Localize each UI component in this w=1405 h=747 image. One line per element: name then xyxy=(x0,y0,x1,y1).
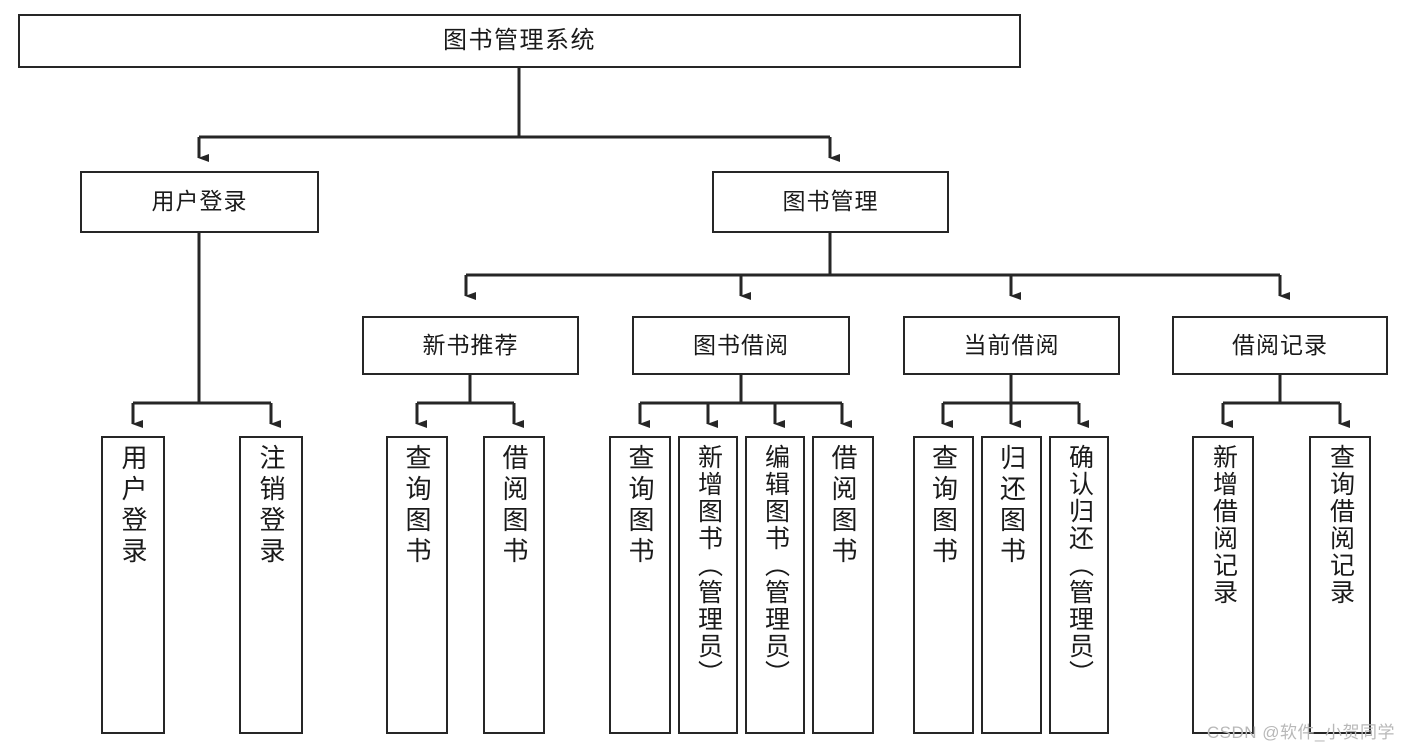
node-current-borrow[interactable]: 当前借阅 xyxy=(903,316,1120,375)
node-new-book-rec[interactable]: 新书推荐 xyxy=(362,316,579,375)
leaf-add-record-label: 新增借阅记录 xyxy=(1209,444,1238,606)
leaf-query-book-2-label: 查询图书 xyxy=(625,444,655,568)
leaf-query-book-3-label: 查询图书 xyxy=(928,444,959,568)
leaf-confirm-return-label: 确认归还（管理员） xyxy=(1065,444,1094,687)
leaf-logout[interactable]: 注销登录 xyxy=(239,436,303,734)
node-book-manage[interactable]: 图书管理 xyxy=(712,171,949,233)
node-book-borrow-label: 图书借阅 xyxy=(693,331,789,358)
leaf-user-login[interactable]: 用户登录 xyxy=(101,436,165,734)
node-root-label: 图书管理系统 xyxy=(443,26,596,54)
node-root[interactable]: 图书管理系统 xyxy=(18,14,1021,68)
node-user-login[interactable]: 用户登录 xyxy=(80,171,319,233)
leaf-return-book-label: 归还图书 xyxy=(996,444,1027,568)
leaf-edit-book-label: 编辑图书（管理员） xyxy=(761,444,790,687)
leaf-add-book-label: 新增图书（管理员） xyxy=(694,444,723,687)
node-new-book-rec-label: 新书推荐 xyxy=(422,331,519,358)
leaf-query-book-3[interactable]: 查询图书 xyxy=(913,436,974,734)
leaf-borrow-book-1[interactable]: 借阅图书 xyxy=(483,436,545,734)
leaf-confirm-return[interactable]: 确认归还（管理员） xyxy=(1049,436,1109,734)
leaf-logout-label: 注销登录 xyxy=(256,444,286,568)
node-borrow-record[interactable]: 借阅记录 xyxy=(1172,316,1388,375)
node-user-login-label: 用户登录 xyxy=(151,188,248,215)
leaf-borrow-book-2-label: 借阅图书 xyxy=(828,444,858,568)
node-book-borrow[interactable]: 图书借阅 xyxy=(632,316,850,375)
leaf-query-record-label: 查询借阅记录 xyxy=(1326,444,1355,606)
leaf-borrow-book-1-label: 借阅图书 xyxy=(499,444,529,568)
leaf-add-book[interactable]: 新增图书（管理员） xyxy=(678,436,738,734)
leaf-query-book-1[interactable]: 查询图书 xyxy=(386,436,448,734)
node-borrow-record-label: 借阅记录 xyxy=(1232,331,1328,358)
leaf-user-login-label: 用户登录 xyxy=(118,444,148,568)
leaf-query-book-2[interactable]: 查询图书 xyxy=(609,436,671,734)
node-current-borrow-label: 当前借阅 xyxy=(963,331,1060,358)
leaf-query-record[interactable]: 查询借阅记录 xyxy=(1309,436,1371,734)
leaf-query-book-1-label: 查询图书 xyxy=(402,444,432,568)
node-book-manage-label: 图书管理 xyxy=(782,188,879,215)
leaf-return-book[interactable]: 归还图书 xyxy=(981,436,1042,734)
leaf-edit-book[interactable]: 编辑图书（管理员） xyxy=(745,436,805,734)
watermark: CSDN @软件_小贺同学 xyxy=(1206,723,1395,742)
leaf-add-record[interactable]: 新增借阅记录 xyxy=(1192,436,1254,734)
leaf-borrow-book-2[interactable]: 借阅图书 xyxy=(812,436,874,734)
